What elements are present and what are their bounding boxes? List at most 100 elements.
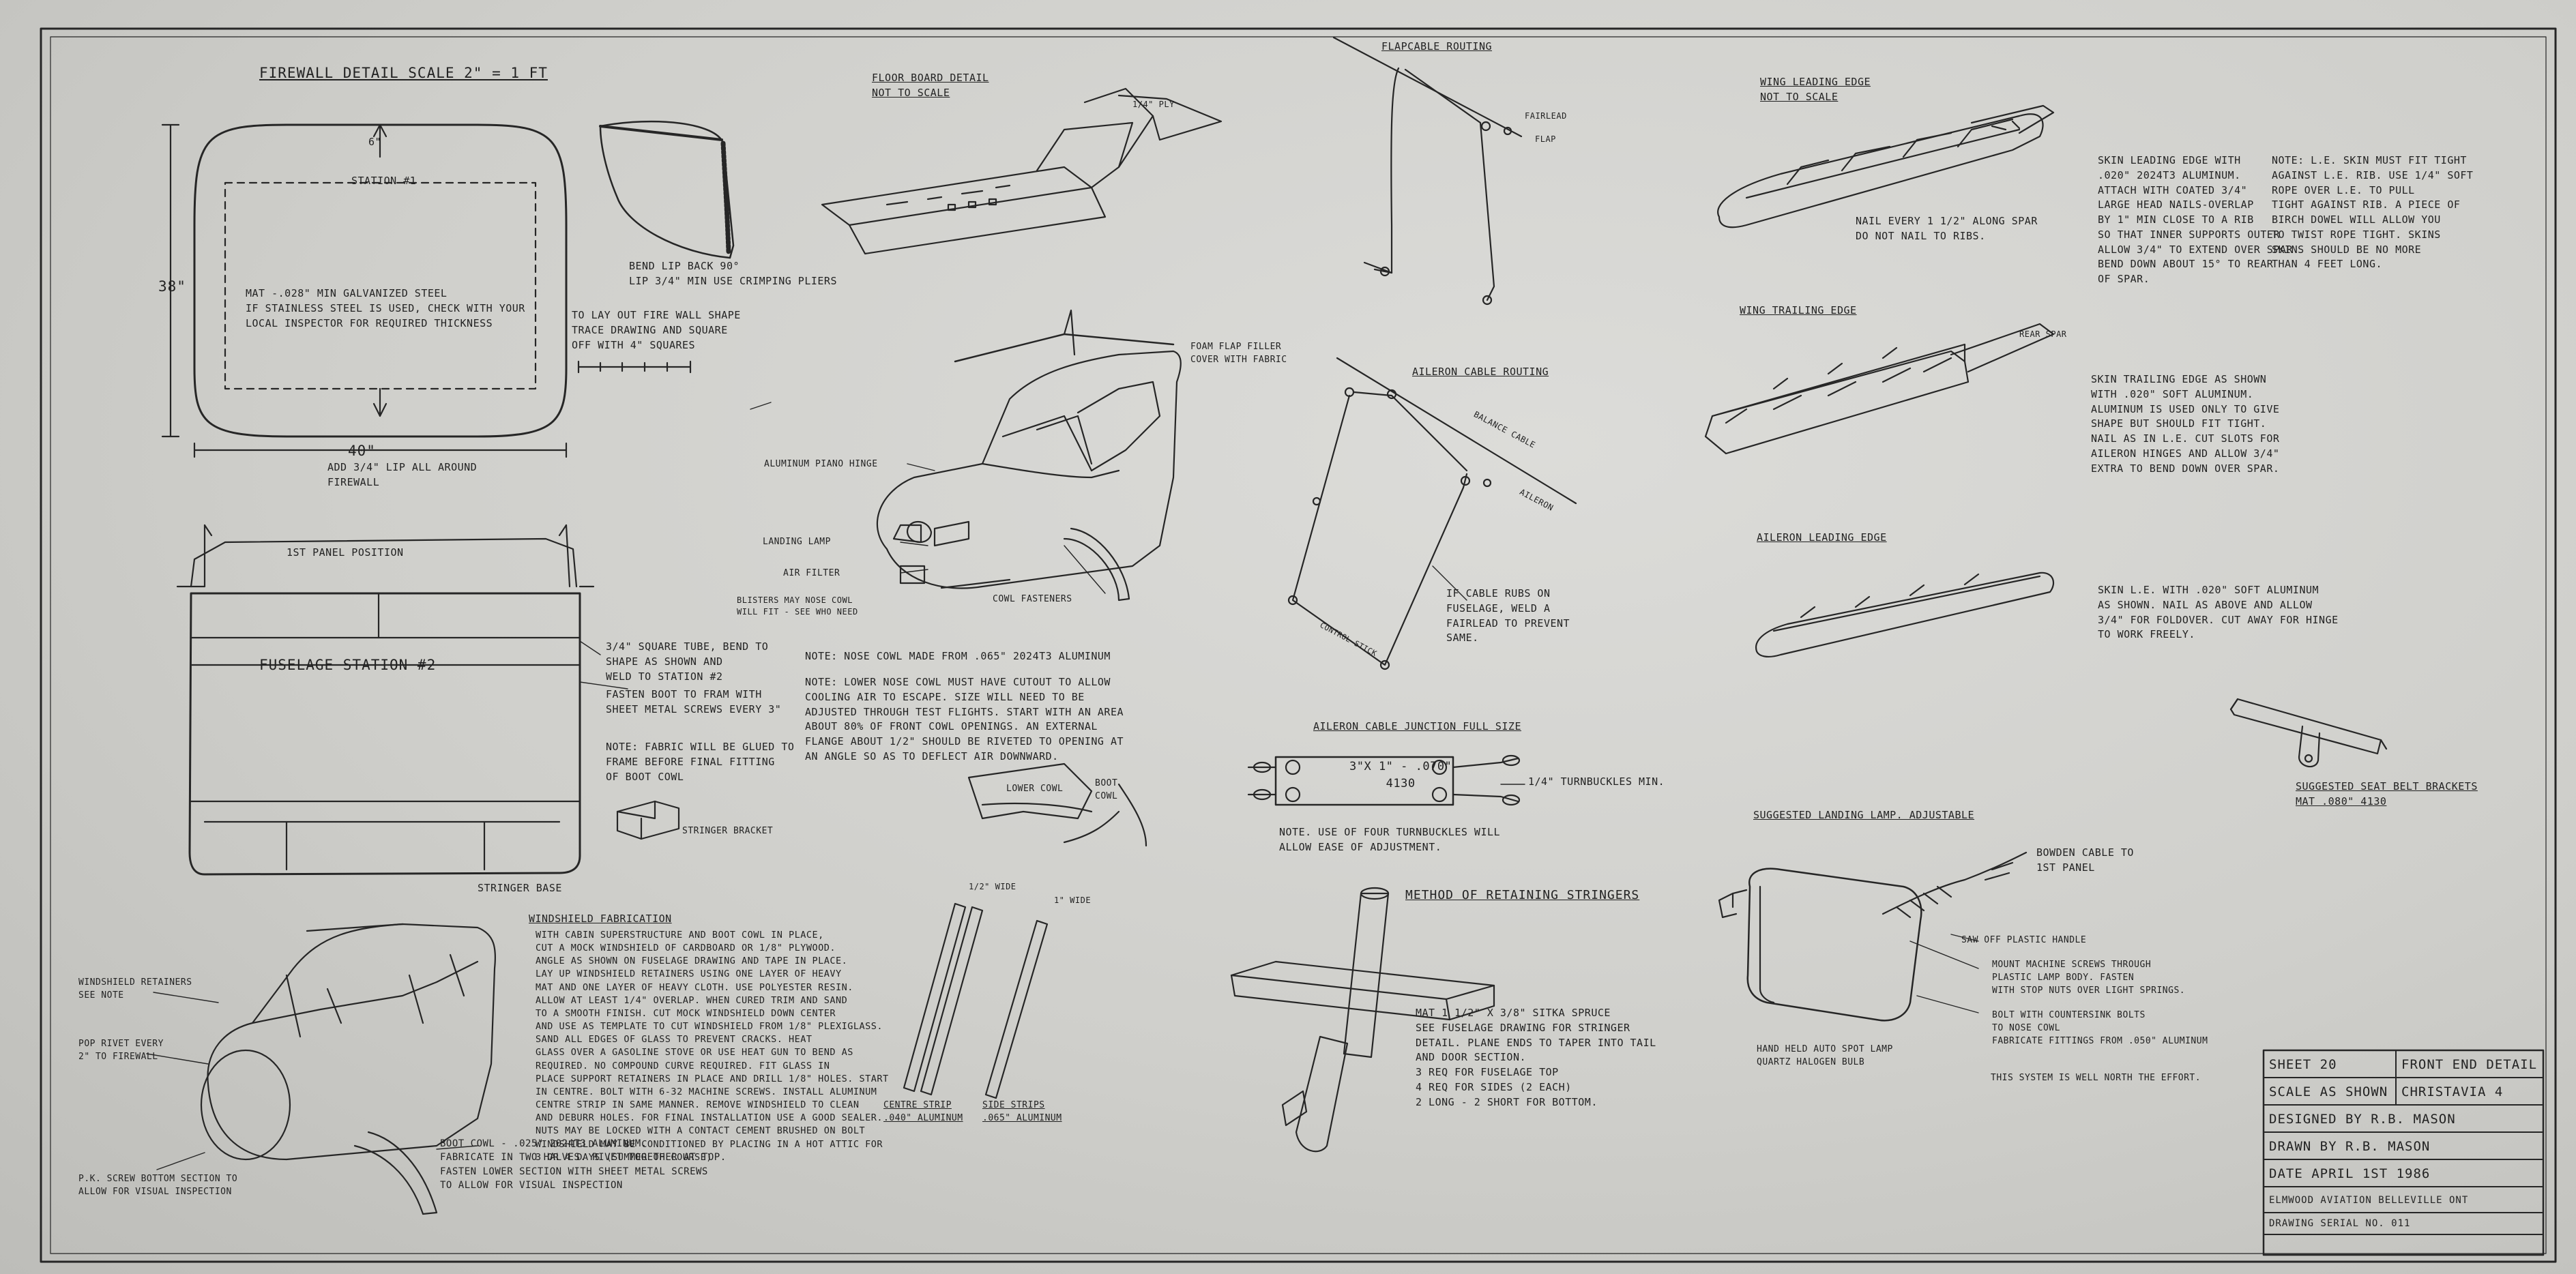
firewall-title: FIREWALL DETAIL SCALE 2" = 1 FT: [259, 65, 548, 81]
company-name: ELMWOOD AVIATION BELLEVILLE ONT: [2269, 1195, 2469, 1206]
drawing-date: DATE APRIL 1ST 1986: [2269, 1166, 2431, 1181]
retaining-instructions: MAT 1 1/2" X 3/8" SITKA SPRUCE SEE FUSEL…: [1416, 1007, 1656, 1108]
pk-screw-label: P.K. SCREW BOTTOM SECTION TO ALLOW FOR V…: [78, 1174, 238, 1197]
skin-aileron-note: SKIN L.E. WITH .020" SOFT ALUMINUM AS SH…: [2098, 584, 2339, 641]
nail-every-note: NAIL EVERY 1 1/2" ALONG SPAR DO NOT NAIL…: [1856, 215, 2038, 242]
stringer-bracket-label: STRINGER BRACKET: [682, 826, 774, 836]
rear-spar-label: REAR SPAR: [2019, 329, 2067, 339]
landing-lamp-label: LANDING LAMP: [763, 537, 831, 547]
firewall-lip-detail: [599, 120, 735, 259]
skin-le-note: SKIN LEADING EDGE WITH .020" 2024T3 ALUM…: [2098, 154, 2293, 285]
north-effort-note: THIS SYSTEM IS WELL NORTH THE EFFORT.: [1991, 1073, 2201, 1083]
ws-retainers-label: WINDSHIELD RETAINERS SEE NOTE: [78, 977, 192, 1001]
station1-label: STATION #1: [351, 175, 417, 187]
dim-38: 38": [158, 278, 186, 295]
saw-off-label: SAW OFF PLASTIC HANDLE: [1961, 935, 2087, 945]
sheet-title: FRONT END DETAIL: [2401, 1057, 2538, 1072]
wide-one-label: 1" WIDE: [1054, 895, 1092, 905]
outer-border: [40, 27, 2557, 1263]
flapcable-title: FLAPCABLE ROUTING: [1381, 40, 1493, 53]
nose-cowl-material-note: NOTE: NOSE COWL MADE FROM .065" 2024T3 A…: [805, 650, 1111, 662]
drawing-serial: DRAWING SERIAL NO. 011: [2269, 1218, 2411, 1229]
dim-40: 40": [348, 443, 376, 459]
bowden-cable-label: BOWDEN CABLE TO 1ST PANEL: [2036, 846, 2134, 874]
square-tube-note: 3/4" SQUARE TUBE, BEND TO SHAPE AS SHOWN…: [606, 640, 769, 683]
floorboard-title: FLOOR BOARD DETAIL NOT TO SCALE: [872, 72, 989, 99]
stringer-base-label: STRINGER BASE: [478, 882, 562, 894]
flap-label: FLAP: [1535, 134, 1556, 144]
hand-held-label: HAND HELD AUTO SPOT LAMP QUARTZ HALOGEN …: [1757, 1044, 1893, 1067]
bend-lip-note: BEND LIP BACK 90° LIP 3/4" MIN USE CRIMP…: [629, 260, 837, 287]
boot-cowl-label: BOOT COWL: [1095, 778, 1118, 801]
ply-label: 1/4" PLY: [1132, 100, 1175, 109]
fuselage-station-2: [176, 524, 595, 876]
designed-by: DESIGNED BY R.B. MASON: [2269, 1112, 2456, 1127]
aileron-leading-edge: [1755, 572, 2055, 657]
fairlead-label: FAIRLEAD: [1525, 111, 1567, 121]
windshield-sketch: [200, 923, 497, 1215]
project-name: CHRISTAVIA 4: [2401, 1084, 2504, 1099]
foam-flap-note: FOAM FLAP FILLER COVER WITH FABRIC: [1190, 342, 1287, 365]
piano-hinge-label: ALUMINUM PIANO HINGE: [764, 459, 878, 469]
lower-cowl-label: LOWER COWL: [1006, 784, 1064, 794]
lower-cowl-cutout-note: NOTE: LOWER NOSE COWL MUST HAVE CUTOUT T…: [805, 676, 1124, 762]
pop-rivet-label: POP RIVET EVERY 2" TO FIREWALL: [78, 1039, 164, 1062]
fabric-glued-note: NOTE: FABRIC WILL BE GLUED TO FRAME BEFO…: [606, 741, 795, 783]
wing-te-title: WING TRAILING EDGE: [1740, 304, 1857, 316]
drawn-by: DRAWN BY R.B. MASON: [2269, 1139, 2431, 1154]
cable-rubs-note: IF CABLE RUBS ON FUSELAGE, WELD A FAIRLE…: [1446, 587, 1570, 645]
seatbelt-bracket: [2229, 698, 2388, 768]
panel-position-label: 1ST PANEL POSITION: [287, 546, 404, 559]
aileron-cable-routing: [1287, 357, 1577, 670]
turnbuckles-min-label: 1/4" TURNBUCKLES MIN.: [1528, 775, 1665, 788]
retaining-stringers: [1230, 887, 1495, 1153]
mount-screws-note: MOUNT MACHINE SCREWS THROUGH PLASTIC LAM…: [1992, 960, 2186, 996]
blisters-note: BLISTERS MAY NOSE COWL WILL FIT - SEE WH…: [737, 595, 858, 617]
landing-lamp-sketch: [1718, 851, 2028, 1022]
strips-sketch: [903, 902, 1049, 1099]
firewall-square-grid: [577, 360, 692, 374]
lower-cowl-sketch: [967, 762, 1147, 847]
title-block: [2262, 1049, 2545, 1256]
scale-label: SCALE AS SHOWN: [2269, 1084, 2388, 1099]
sheet-number: SHEET 20: [2269, 1057, 2337, 1072]
dim-6: 6": [368, 136, 382, 148]
junction-plate-label: 3"X 1" - .070" 4130: [1349, 760, 1452, 790]
boot-cowl-note: BOOT COWL - .025" 2024T3 ALUMINUM. FABRI…: [440, 1138, 727, 1191]
add-lip-note: ADD 3/4" LIP ALL AROUND FIREWALL: [327, 461, 478, 488]
retaining-title: METHOD OF RETAINING STRINGERS: [1405, 888, 1640, 902]
wing-trailing-edge: [1704, 323, 2055, 455]
cowl-fasteners-label: COWL FASTENERS: [993, 594, 1072, 604]
windshield-title: WINDSHIELD FABRICATION: [529, 913, 672, 925]
firewall-outline: [161, 123, 568, 458]
wide-half-label: 1/2" WIDE: [969, 882, 1016, 891]
aileron-le-title: AILERON LEADING EDGE: [1757, 531, 1887, 544]
stringer-bracket-sketch: [616, 800, 680, 840]
floorboard: [821, 87, 1223, 255]
aileron-junction-title: AILERON CABLE JUNCTION FULL SIZE: [1313, 720, 1521, 732]
four-turnbuckles-note: NOTE. USE OF FOUR TURNBUCKLES WILL ALLOW…: [1279, 826, 1501, 853]
seatbelt-title: SUGGESTED SEAT BELT BRACKETS MAT .080" 4…: [2296, 780, 2478, 808]
skin-te-note: SKIN TRAILING EDGE AS SHOWN WITH .020" S…: [2091, 373, 2280, 475]
fuselage-station2-label: FUSELAGE STATION #2: [259, 657, 437, 673]
nose-cowl-sketch: [876, 309, 1182, 602]
flap-cable-routing: [1332, 36, 1523, 306]
le-skin-fit-note: NOTE: L.E. SKIN MUST FIT TIGHT AGAINST L…: [2272, 154, 2474, 271]
air-filter-label: AIR FILTER: [783, 568, 840, 578]
centre-strip-label: CENTRE STRIP .040" ALUMINUM: [883, 1100, 963, 1123]
layout-firewall-note: TO LAY OUT FIRE WALL SHAPE TRACE DRAWING…: [572, 309, 741, 351]
windshield-instructions: WITH CABIN SUPERSTRUCTURE AND BOOT COWL …: [536, 930, 889, 1163]
inner-border: [50, 36, 2547, 1254]
leader-lines: [146, 402, 1979, 1170]
landing-lamp-title: SUGGESTED LANDING LAMP. ADJUSTABLE: [1753, 809, 1975, 821]
wing-leading-edge: [1717, 104, 2055, 228]
firewall-material-note: MAT -.028" MIN GALVANIZED STEEL IF STAIN…: [246, 287, 525, 329]
wing-le-title: WING LEADING EDGE NOT TO SCALE: [1760, 76, 1871, 103]
aileron-junction: [1247, 754, 1521, 806]
fasten-boot-note: FASTEN BOOT TO FRAM WITH SHEET METAL SCR…: [606, 688, 782, 715]
bolt-countersink-note: BOLT WITH COUNTERSINK BOLTS TO NOSE COWL…: [1992, 1010, 2208, 1046]
side-strips-label: SIDE STRIPS .065" ALUMINUM: [982, 1100, 1062, 1123]
aileron-cable-title: AILERON CABLE ROUTING: [1412, 366, 1549, 378]
